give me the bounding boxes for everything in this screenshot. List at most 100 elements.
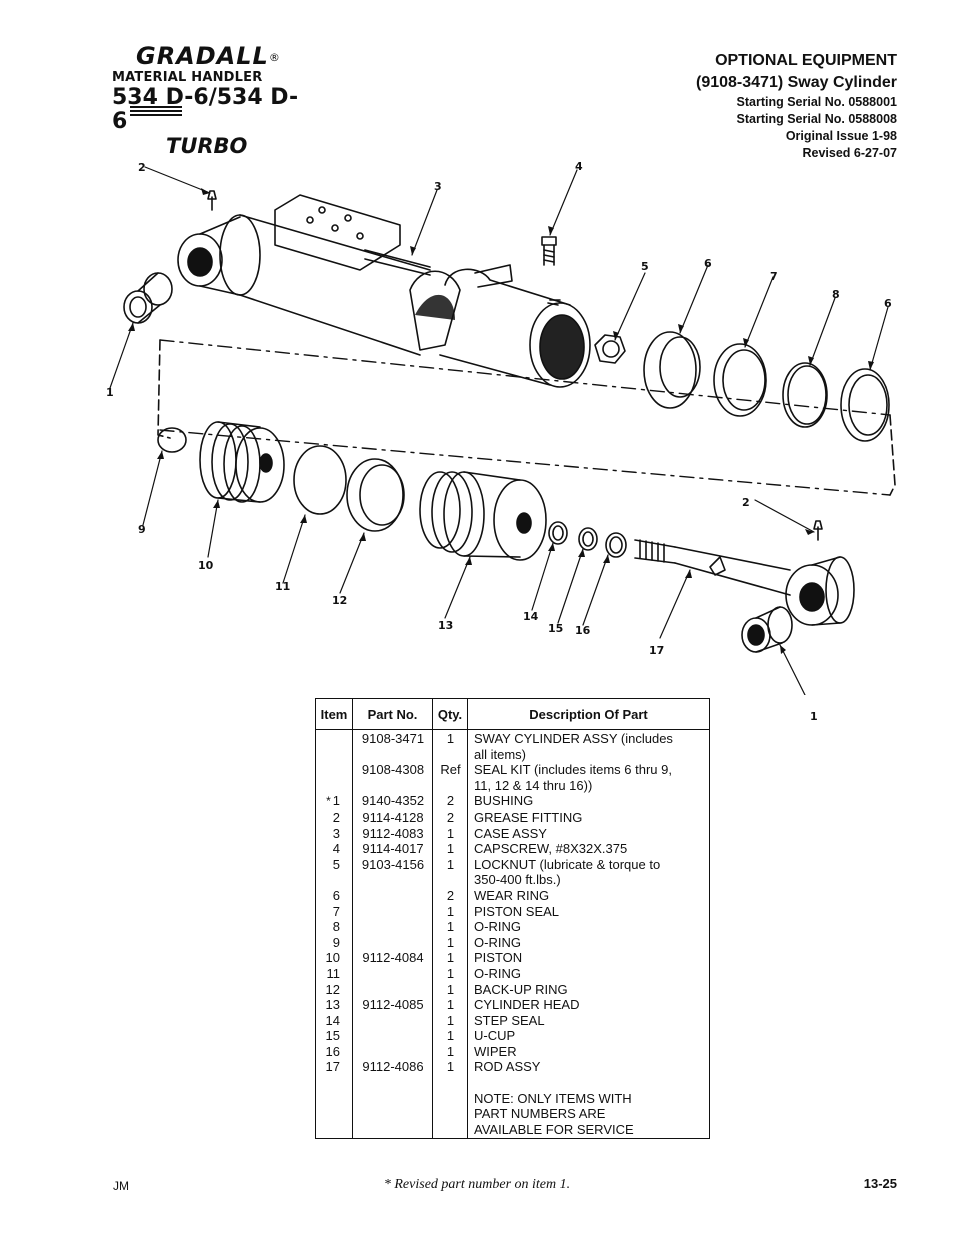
cell-empty [433, 1122, 468, 1138]
callout-11: 11 [275, 580, 291, 593]
item-number: 2 [332, 809, 340, 825]
callout-3: 3 [434, 180, 442, 193]
callout-12: 12 [332, 594, 348, 607]
callout-8: 8 [832, 288, 840, 301]
cell-part-no: 9112-4085 [362, 997, 424, 1013]
grease-fitting-bottom [813, 520, 823, 541]
cell-description: CAPSCREW, #8X32X.375 [474, 841, 628, 857]
cell-description: CYLINDER HEAD [474, 997, 580, 1013]
header-title: OPTIONAL EQUIPMENT [715, 52, 897, 69]
cell-part-no: 9112-4086 [362, 1059, 424, 1075]
cell-description: all items) [474, 746, 527, 762]
cell-qty: 1 [446, 1028, 455, 1044]
cell-description: SEAL KIT (includes items 6 thru 9, [474, 762, 672, 778]
note-row: PART NUMBERS ARE [316, 1106, 709, 1122]
callout-7: 7 [770, 270, 778, 283]
callout-13: 13 [438, 619, 454, 632]
logo-turbo: TURBO [166, 134, 248, 158]
item-number: 10 [325, 950, 340, 966]
piston [199, 421, 285, 503]
cell-item: 17 [316, 1059, 353, 1075]
u-cup [578, 527, 598, 551]
cell-description: PISTON SEAL [474, 903, 560, 919]
bushing-top [123, 272, 173, 324]
cell-item: 12 [316, 982, 353, 998]
cell-empty [353, 1106, 433, 1122]
cell-qty: Ref [440, 762, 461, 778]
cell-empty [316, 1122, 353, 1138]
turbo-speed-lines [130, 106, 182, 120]
cell-part-no [353, 888, 433, 904]
header-subtitle: (9108-3471) Sway Cylinder [696, 74, 897, 91]
cell-qty: 1 [446, 856, 455, 872]
table-note-line: PART NUMBERS ARE [474, 1106, 606, 1122]
header-description: Description Of Part [529, 706, 648, 722]
item-number: 12 [325, 981, 340, 997]
cylinder-head [419, 471, 547, 561]
callout-1-top: 1 [106, 386, 114, 399]
logo-material-handler: MATERIAL HANDLER [112, 70, 263, 85]
cell-item: 16 [316, 1044, 353, 1060]
cell-part-no: 9108-3471 [361, 731, 425, 746]
cell-qty [433, 872, 468, 888]
leader-2a [144, 166, 211, 194]
header-serial-1: Starting Serial No. 0588001 [736, 95, 898, 109]
cell-part-no [353, 966, 433, 982]
header-part-no: Part No. [353, 699, 433, 729]
cell-empty [316, 1091, 353, 1107]
cell-item [316, 747, 353, 763]
item-number: 1 [332, 793, 340, 809]
cell-description: O-RING [474, 934, 521, 950]
cell-part-no [353, 747, 433, 763]
cell-qty: 1 [446, 1059, 455, 1075]
callout-2-top: 2 [138, 161, 146, 174]
cell-item [316, 762, 353, 778]
cell-qty: 2 [446, 809, 455, 825]
barrel [439, 264, 591, 388]
cell-item: 11 [316, 966, 353, 982]
cell-item: 2 [316, 810, 353, 826]
cell-qty: 1 [446, 950, 455, 966]
locknut [594, 334, 626, 364]
note-row: AVAILABLE FOR SERVICE [316, 1122, 709, 1138]
cell-description: U-CUP [474, 1028, 516, 1044]
table-row: 12 1 BACK-UP RING [316, 982, 709, 998]
cell-part-no [353, 935, 433, 951]
cell-item: 3 [316, 826, 353, 842]
cell-part-no: 9112-4083 [362, 825, 424, 841]
table-note-line: AVAILABLE FOR SERVICE [474, 1121, 634, 1137]
cell-item [316, 778, 353, 794]
callout-1-bottom: 1 [810, 710, 818, 723]
cell-empty [316, 1106, 353, 1122]
cell-qty: 1 [446, 981, 455, 997]
callout-17: 17 [649, 644, 665, 657]
cell-part-no: 9103-4156 [361, 856, 425, 872]
callout-2-bottom: 2 [742, 496, 750, 509]
capscrew [541, 236, 557, 266]
logo-brand: GRADALL® [136, 42, 281, 70]
cell-part-no: 9112-4084 [362, 950, 424, 966]
page-header: OPTIONAL EQUIPMENT (9108-3471) Sway Cyli… [696, 50, 897, 162]
cell-qty: 2 [446, 887, 455, 903]
cell-description: STEP SEAL [474, 1012, 545, 1028]
item-number: 14 [325, 1012, 340, 1028]
cell-part-no [353, 904, 433, 920]
centerline-upper [159, 339, 891, 416]
cell-empty [353, 1122, 433, 1138]
cell-part-no [353, 1028, 433, 1044]
grease-fitting-top [207, 190, 217, 211]
cell-description: BUSHING [474, 793, 534, 809]
cell-item: 4 [316, 841, 353, 857]
cell-description: BACK-UP RING [474, 981, 568, 997]
cell-empty [433, 1106, 468, 1122]
callout-14: 14 [523, 610, 539, 623]
